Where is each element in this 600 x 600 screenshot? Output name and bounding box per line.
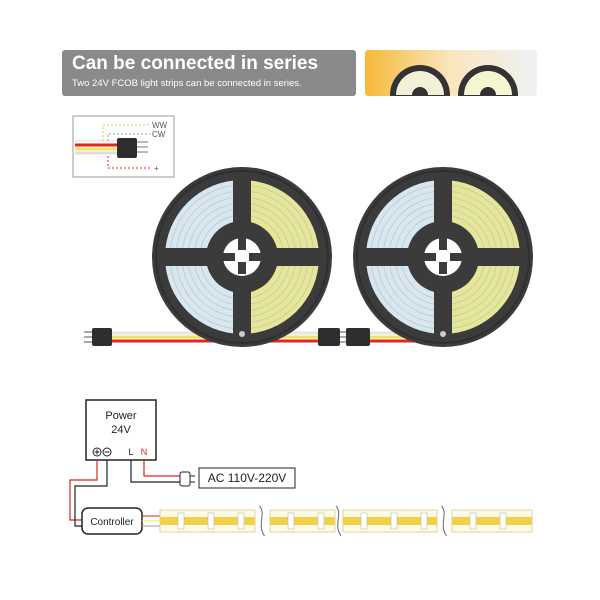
terminal-l: L — [128, 447, 133, 457]
header-title: Can be connected in series — [72, 53, 319, 74]
power-voltage: 24V — [111, 424, 131, 436]
led-reel-1 — [152, 167, 332, 347]
ac-plug-icon — [179, 471, 195, 487]
strip-break-mark — [441, 505, 447, 537]
controller-label: Controller — [90, 517, 134, 528]
wiring-inset: WW CW + — [72, 115, 175, 178]
header-subtitle: Two 24V FCOB light strips can be connect… — [72, 78, 302, 89]
strip-break-mark — [259, 505, 265, 537]
ac-input-box: AC 110V-220V — [198, 467, 296, 489]
strip-break-mark — [335, 505, 342, 537]
led-strip-segment — [159, 509, 256, 533]
connector-left — [84, 328, 112, 346]
led-strip-segment — [342, 509, 438, 533]
thumb-reel-right — [458, 65, 518, 96]
terminal-n: N — [141, 447, 148, 457]
led-strip-segment — [269, 509, 336, 533]
inset-label-plus: + — [154, 164, 159, 173]
power-supply: Power 24V L N — [85, 399, 157, 461]
led-strip-run — [159, 505, 533, 537]
led-strip-segment — [451, 509, 533, 533]
reels-thumbnail — [365, 50, 537, 96]
power-wiring — [69, 460, 195, 527]
plus-terminal-icon — [92, 447, 102, 457]
controller: Controller — [81, 507, 160, 535]
minus-terminal-icon — [102, 447, 112, 457]
inset-connector — [117, 138, 137, 158]
inset-label-cw: CW — [152, 130, 166, 139]
inset-label-ww: WW — [152, 121, 168, 130]
led-reel-2 — [353, 167, 533, 347]
header-banner: Can be connected in series Two 24V FCOB … — [62, 50, 356, 96]
connector-middle — [318, 328, 370, 346]
power-label: Power — [105, 410, 137, 422]
thumb-reel-left — [390, 65, 450, 96]
ac-input-label: AC 110V-220V — [208, 471, 287, 485]
